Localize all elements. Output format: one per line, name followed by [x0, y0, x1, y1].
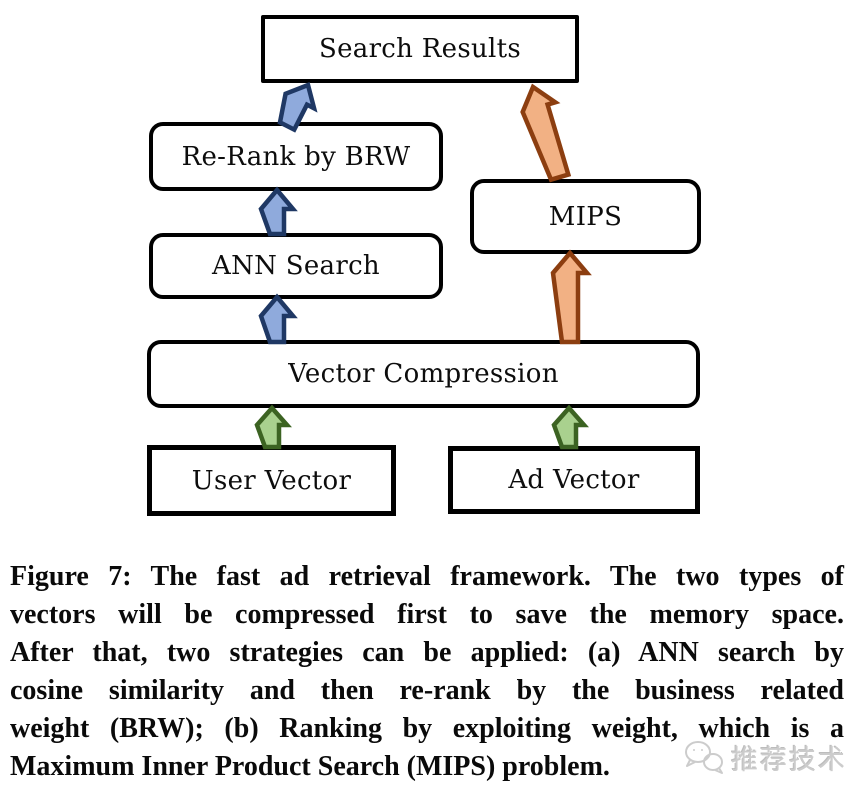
- watermark: 推荐技术: [682, 738, 847, 777]
- box-search-results: Search Results: [261, 15, 579, 83]
- box-label: Re-Rank by BRW: [181, 141, 411, 172]
- watermark-text: 推荐技术: [731, 745, 847, 775]
- fast-ad-retrieval-diagram: Search Results Re-Rank by BRW MIPS ANN S…: [147, 15, 701, 516]
- caption-line: Maximum Inner Product Search (MIPS) prob…: [10, 751, 610, 782]
- box-re-rank-by-brw: Re-Rank by BRW: [149, 122, 443, 191]
- box-label: Ad Vector: [508, 465, 640, 495]
- arrow-compression-to-mips: [550, 249, 592, 345]
- box-label: MIPS: [548, 201, 623, 232]
- arrow-ann-to-rerank: [258, 186, 298, 237]
- box-label: User Vector: [191, 465, 352, 496]
- arrow-mips-to-search-results: [520, 83, 572, 183]
- arrow-user-vector-to-compression: [254, 404, 292, 450]
- caption-line: After that, two strategies can be applie…: [10, 637, 844, 668]
- caption-line: Figure 7: The fast ad retrieval framewor…: [10, 561, 844, 592]
- arrow-ad-vector-to-compression: [551, 404, 589, 450]
- caption-line: cosine similarity and then re-rank by th…: [10, 675, 844, 706]
- box-vector-compression: Vector Compression: [147, 340, 700, 408]
- arrow-compression-to-ann: [258, 293, 298, 345]
- box-label: Search Results: [318, 34, 522, 64]
- box-ann-search: ANN Search: [149, 233, 443, 299]
- box-label: ANN Search: [212, 251, 380, 281]
- box-label: Vector Compression: [288, 359, 559, 389]
- wechat-chat-bubbles-icon: [685, 740, 723, 774]
- caption-line: weight (BRW); (b) Ranking by exploiting …: [10, 713, 844, 744]
- box-user-vector: User Vector: [147, 445, 396, 516]
- figure-caption: Figure 7: The fast ad retrieval framewor…: [10, 558, 844, 786]
- caption-line: vectors will be compressed first to save…: [10, 599, 844, 630]
- box-ad-vector: Ad Vector: [448, 446, 700, 514]
- box-mips: MIPS: [470, 179, 701, 254]
